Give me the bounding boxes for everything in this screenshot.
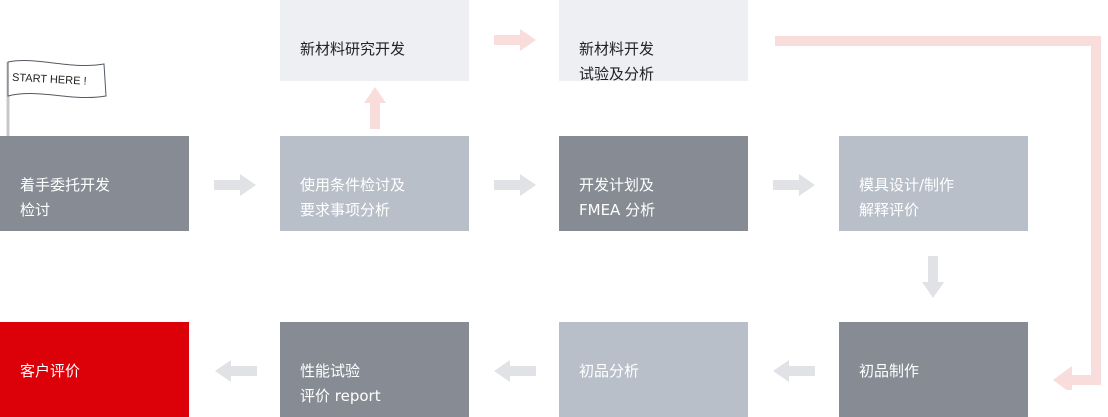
arrow-left-icon	[494, 360, 536, 382]
step-dev-plan: 开发计划及 FMEA 分析	[559, 136, 748, 231]
arrow-down-icon	[922, 256, 944, 298]
step-label: 开发计划及 FMEA 分析	[579, 176, 656, 219]
arrow-up-icon	[364, 87, 386, 129]
step-label: 着手委托开发 检讨	[20, 176, 111, 219]
arrow-right-icon	[773, 174, 815, 196]
step-sample-making: 初品制作	[839, 322, 1028, 417]
step-commission: 着手委托开发 检讨	[0, 136, 189, 231]
arrow-left-icon	[215, 360, 257, 382]
arrow-right-icon	[214, 174, 256, 196]
flag-label: START HERE !	[12, 72, 87, 88]
step-label: 新材料开发 试验及分析	[579, 40, 655, 83]
step-new-material-test: 新材料开发 试验及分析	[559, 0, 748, 83]
arrow-left-icon	[773, 360, 815, 382]
step-customer-eval: 客户评价	[0, 322, 189, 417]
arrow-right-icon	[494, 29, 536, 51]
step-sample-analysis: 初品分析	[559, 322, 748, 417]
step-label: 新材料研究开发	[300, 40, 406, 58]
start-here-flag: START HERE !	[6, 59, 107, 138]
step-label: 性能试验 评价 report	[300, 362, 381, 405]
step-label: 客户评价	[20, 362, 81, 380]
step-label: 模具设计/制作 解释评价	[859, 176, 955, 219]
step-conditions-review: 使用条件检讨及 要求事项分析	[280, 136, 469, 231]
route-connector-arrow	[775, 36, 1101, 390]
step-performance-test: 性能试验 评价 report	[280, 322, 469, 417]
step-new-material-rd: 新材料研究开发	[280, 0, 469, 81]
step-label: 初品制作	[859, 362, 920, 380]
step-label: 使用条件检讨及 要求事项分析	[300, 176, 406, 219]
step-mold-design: 模具设计/制作 解释评价	[839, 136, 1028, 231]
arrow-right-icon	[494, 174, 536, 196]
step-label: 初品分析	[579, 362, 640, 380]
